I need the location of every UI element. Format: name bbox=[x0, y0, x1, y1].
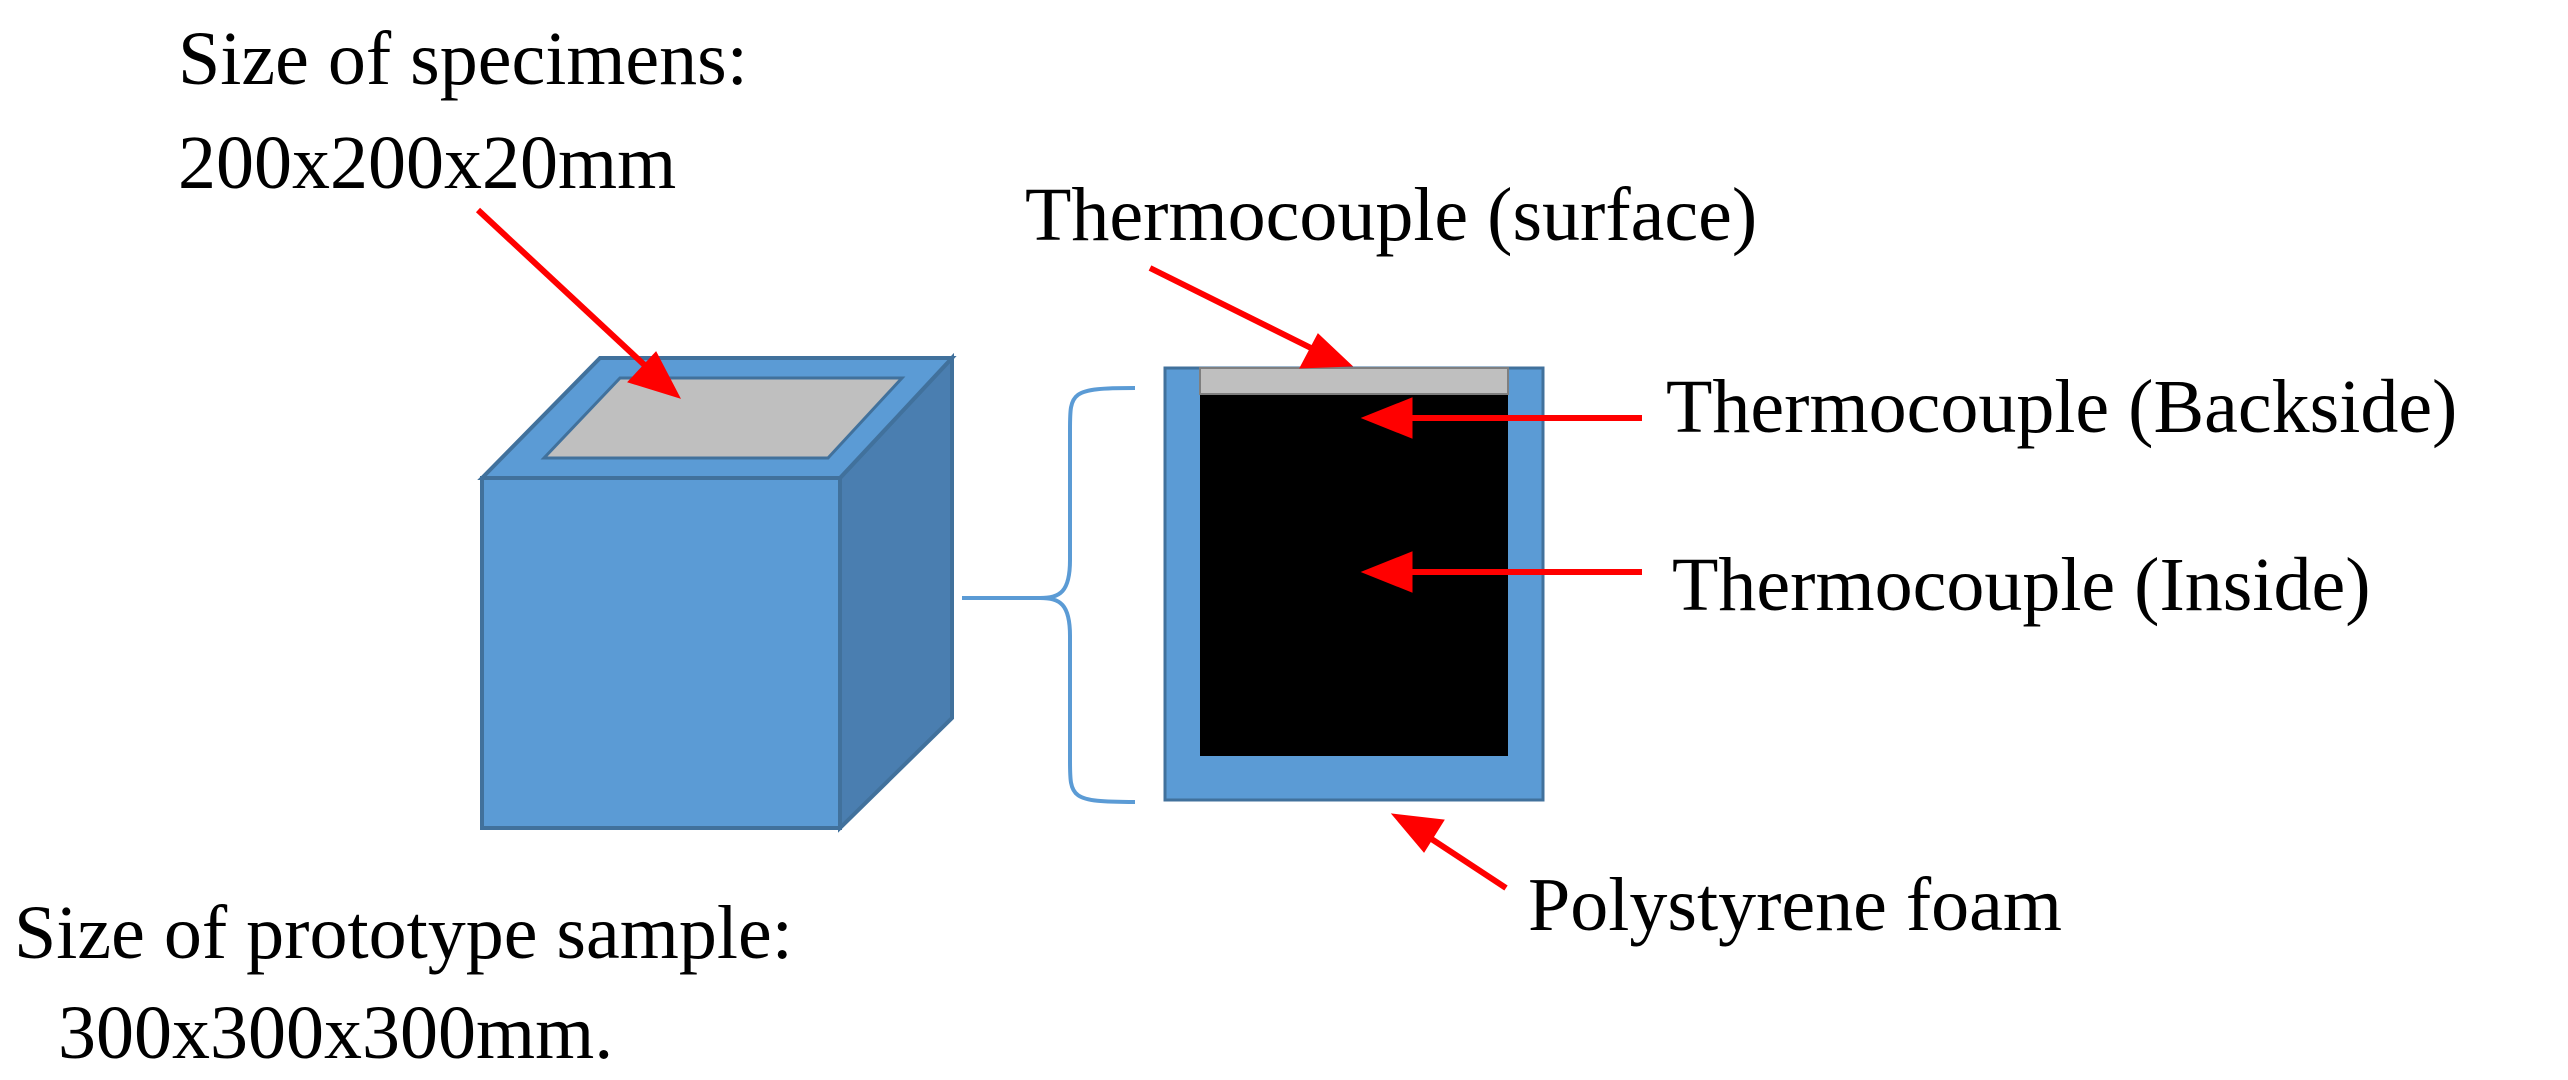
surface-specimen-layer bbox=[1199, 367, 1509, 395]
specimen-arrowhead bbox=[627, 351, 681, 399]
specimen-top-plate bbox=[540, 376, 906, 460]
polystyrene-foam-label: Polystyrene foam bbox=[1528, 863, 2062, 947]
thermocouple-inside-label: Thermocouple (Inside) bbox=[1672, 543, 2371, 627]
arrows bbox=[475, 207, 1642, 891]
cross-section-bracket bbox=[1039, 386, 1136, 804]
inside-thermocouple-arrowhead bbox=[1360, 551, 1413, 593]
polystyrene-foam-arrowhead bbox=[1390, 813, 1445, 853]
prototype-box-front-face bbox=[480, 476, 842, 830]
thermocouple-surface-label: Thermocouple (surface) bbox=[1025, 173, 1757, 257]
surface-thermocouple-arrowhead bbox=[1299, 333, 1354, 369]
prototype-box bbox=[477, 352, 957, 833]
backside-thermocouple-arrowhead bbox=[1360, 397, 1413, 439]
specimen-arrow bbox=[475, 207, 655, 375]
prototype-size-title: Size of prototype sample: bbox=[14, 891, 793, 975]
polystyrene-foam-arrow bbox=[1428, 835, 1508, 891]
specimen-size-title: Size of specimens: bbox=[178, 17, 748, 101]
specimen-size-value: 200x200x20mm bbox=[178, 121, 676, 205]
cross-section bbox=[1163, 366, 1545, 802]
surface-thermocouple-arrow bbox=[1148, 265, 1317, 353]
prototype-size-value: 300x300x300mm. bbox=[58, 991, 613, 1075]
thermocouple-backside-label: Thermocouple (Backside) bbox=[1666, 365, 2457, 449]
